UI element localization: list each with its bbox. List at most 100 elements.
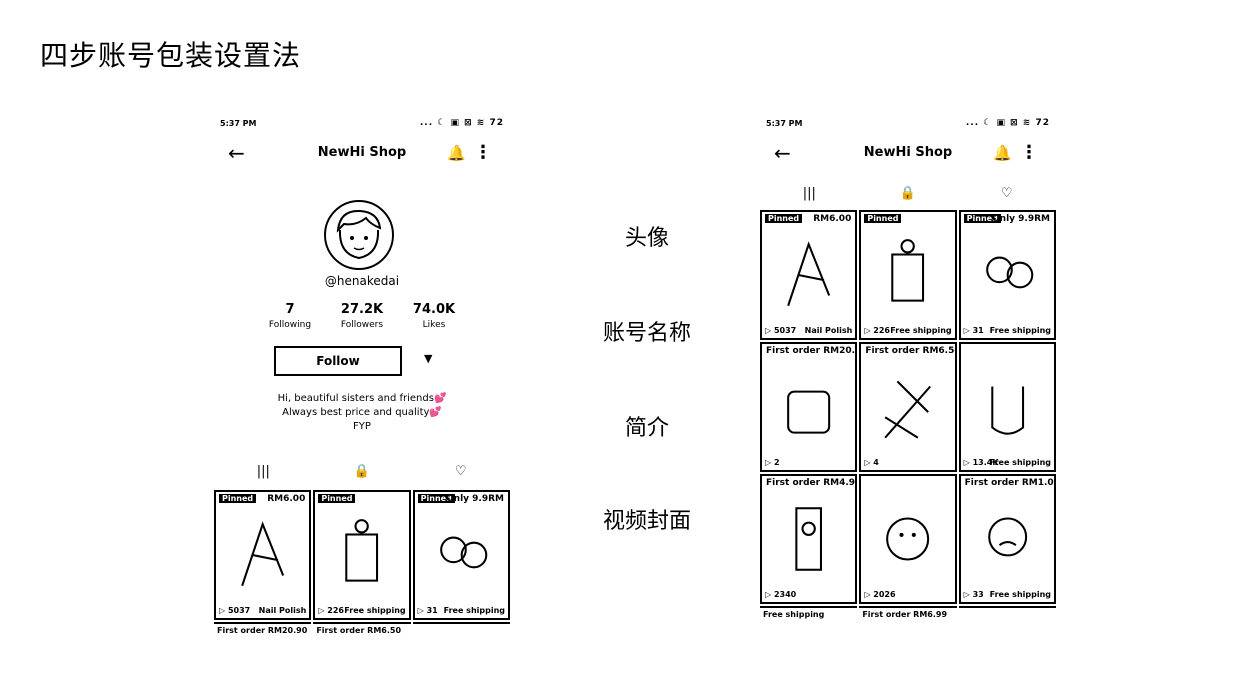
bell-icon[interactable]: 🔔 xyxy=(993,144,1012,162)
video-sketch xyxy=(327,514,396,596)
video-sketch xyxy=(873,234,942,316)
video-row-peek[interactable]: Free shipping xyxy=(760,606,858,636)
view-count: ▷ 31 xyxy=(417,606,438,615)
video-top-text: Only 9.9RM xyxy=(992,214,1050,224)
video-caption: Free shipping xyxy=(890,326,952,335)
back-arrow-icon[interactable]: ← xyxy=(774,141,791,165)
pinned-badge: Pinned xyxy=(864,214,902,223)
video-top-text: Only 9.9RM xyxy=(446,494,504,504)
bell-icon[interactable]: 🔔 xyxy=(447,144,466,162)
video-thumbnail[interactable]: First order RM6.50 ▷ 4 xyxy=(859,342,957,472)
status-icons: ... ☾ ▣ ⊠ ≋ 72 xyxy=(419,118,504,128)
back-arrow-icon[interactable]: ← xyxy=(228,141,245,165)
slide-title: 四步账号包装设置法 xyxy=(40,39,302,72)
phone-profile-screenshot: 5:37 PM ... ☾ ▣ ⊠ ≋ 72 ← NewHi Shop 🔔 ⋮ … xyxy=(214,112,510,638)
video-sketch xyxy=(774,498,843,580)
video-row-peek[interactable]: First order RM20.90 xyxy=(214,622,312,636)
content-tabs: ||| 🔒 ♡ xyxy=(214,464,510,484)
pinned-badge: Pinned xyxy=(318,494,356,503)
video-thumbnail[interactable]: Pinned Only 9.9RM ▷ 31 Free shipping xyxy=(412,490,510,620)
stat-value: 27.2K xyxy=(340,302,384,317)
step-video-cover-label: 视频封面 xyxy=(602,509,691,534)
follow-button[interactable]: Follow xyxy=(274,346,402,376)
video-top-text: RM6.00 xyxy=(813,214,852,224)
videos-grid-tab-icon[interactable]: ||| xyxy=(802,186,816,201)
video-row-peek[interactable]: First order RM6.50 xyxy=(313,622,411,636)
liked-tab-icon[interactable]: ♡ xyxy=(1000,186,1013,201)
view-count: ▷ 2026 xyxy=(864,590,896,599)
videos-grid-tab-icon[interactable]: ||| xyxy=(256,464,270,479)
profile-name-title: NewHi Shop xyxy=(863,145,953,160)
video-caption: Nail Polish xyxy=(258,606,307,615)
video-sketch xyxy=(774,366,843,448)
view-count: ▷ 5037 xyxy=(765,326,797,335)
video-top-text: RM6.00 xyxy=(267,494,306,504)
video-thumbnail[interactable]: Pinned ▷ 226 Free shipping xyxy=(859,210,957,340)
view-count: ▷ 2340 xyxy=(765,590,797,599)
more-options-icon[interactable]: ⋮ xyxy=(1020,142,1038,163)
video-top-text: First order RM6.50 xyxy=(865,346,955,356)
view-count: ▷ 33 xyxy=(963,590,984,599)
stat-label: Following xyxy=(268,320,312,330)
stat-following[interactable]: 7 Following xyxy=(254,302,326,336)
video-row-peek[interactable]: First order RM6.99 xyxy=(859,606,957,636)
video-caption: Free shipping xyxy=(989,458,1051,467)
video-thumbnail[interactable]: Pinned RM6.00 ▷ 5037 Nail Polish xyxy=(214,490,312,620)
bio-line: Always best price and quality💕 xyxy=(282,407,442,418)
video-thumbnail[interactable]: Pinned ▷ 226 Free shipping xyxy=(313,490,411,620)
profile-handle: @henakedai xyxy=(324,274,400,288)
follow-row: Follow ▼ xyxy=(274,346,444,378)
content-tabs: ||| 🔒 ♡ xyxy=(760,186,1056,206)
stat-label: Likes xyxy=(422,320,446,330)
step-account-name-label: 账号名称 xyxy=(602,321,691,346)
stat-followers[interactable]: 27.2K Followers xyxy=(326,302,398,336)
video-row-peek[interactable] xyxy=(958,606,1056,636)
view-count: ▷ 31 xyxy=(963,326,984,335)
video-thumbnail[interactable]: First order RM1.00 ▷ 33 Free shipping xyxy=(958,474,1056,604)
bio-line: Hi, beautiful sisters and friends💕 xyxy=(277,393,447,404)
video-thumbnail[interactable]: Pinned Only 9.9RM ▷ 31 Free shipping xyxy=(958,210,1056,340)
video-thumbnail[interactable]: ▷ 2026 xyxy=(859,474,957,604)
video-thumbnail[interactable]: ▷ 13.4K Free shipping xyxy=(958,342,1056,472)
video-caption: Nail Polish xyxy=(804,326,853,335)
video-top-text: First order RM20.90 xyxy=(766,346,856,356)
view-count: ▷ 4 xyxy=(864,458,879,467)
dropdown-arrow-icon[interactable]: ▼ xyxy=(424,352,433,365)
profile-bio: Hi, beautiful sisters and friends💕 Alway… xyxy=(214,392,510,434)
view-count: ▷ 226 xyxy=(318,606,344,615)
video-thumbnail[interactable]: First order RM4.99 ▷ 2340 xyxy=(760,474,858,604)
video-top-text: First order RM4.99 xyxy=(766,478,856,488)
avatar-cartoon-icon xyxy=(336,209,382,260)
video-sketch xyxy=(228,514,297,596)
pinned-badge: Pinned xyxy=(417,494,455,503)
video-thumbnail[interactable]: First order RM20.90 ▷ 2 xyxy=(760,342,858,472)
stat-value: 74.0K xyxy=(412,302,456,317)
avatar[interactable] xyxy=(324,200,394,270)
video-thumbnail[interactable]: Pinned RM6.00 ▷ 5037 Nail Polish xyxy=(760,210,858,340)
video-grid: Pinned RM6.00 ▷ 5037 Nail Polish Pinned … xyxy=(760,210,1056,638)
view-count: ▷ 2 xyxy=(765,458,780,467)
view-count: ▷ 5037 xyxy=(219,606,251,615)
video-grid: Pinned RM6.00 ▷ 5037 Nail Polish Pinned … xyxy=(214,490,510,636)
video-sketch xyxy=(973,498,1042,580)
video-caption: Free shipping xyxy=(989,590,1051,599)
step-avatar-label: 头像 xyxy=(624,226,669,251)
stat-label: Followers xyxy=(340,320,384,330)
video-sketch xyxy=(427,514,496,596)
more-options-icon[interactable]: ⋮ xyxy=(474,142,492,163)
video-caption: Free shipping xyxy=(344,606,406,615)
video-caption: Free shipping xyxy=(989,326,1051,335)
phone-grid-screenshot: 5:37 PM ... ☾ ▣ ⊠ ≋ 72 ← NewHi Shop 🔔 ⋮ … xyxy=(760,112,1056,638)
liked-tab-icon[interactable]: ♡ xyxy=(454,464,467,479)
video-sketch xyxy=(873,366,942,448)
lock-tab-icon[interactable]: 🔒 xyxy=(899,186,917,201)
status-time: 5:37 PM xyxy=(766,119,803,128)
video-row-peek[interactable] xyxy=(412,622,510,636)
pinned-badge: Pinned xyxy=(219,494,257,503)
nav-bar: ← NewHi Shop 🔔 ⋮ xyxy=(760,142,1056,166)
stat-likes[interactable]: 74.0K Likes xyxy=(398,302,470,336)
status-bar: 5:37 PM ... ☾ ▣ ⊠ ≋ 72 xyxy=(760,118,1056,132)
lock-tab-icon[interactable]: 🔒 xyxy=(353,464,371,479)
video-sketch xyxy=(973,366,1042,448)
status-icons: ... ☾ ▣ ⊠ ≋ 72 xyxy=(965,118,1050,128)
